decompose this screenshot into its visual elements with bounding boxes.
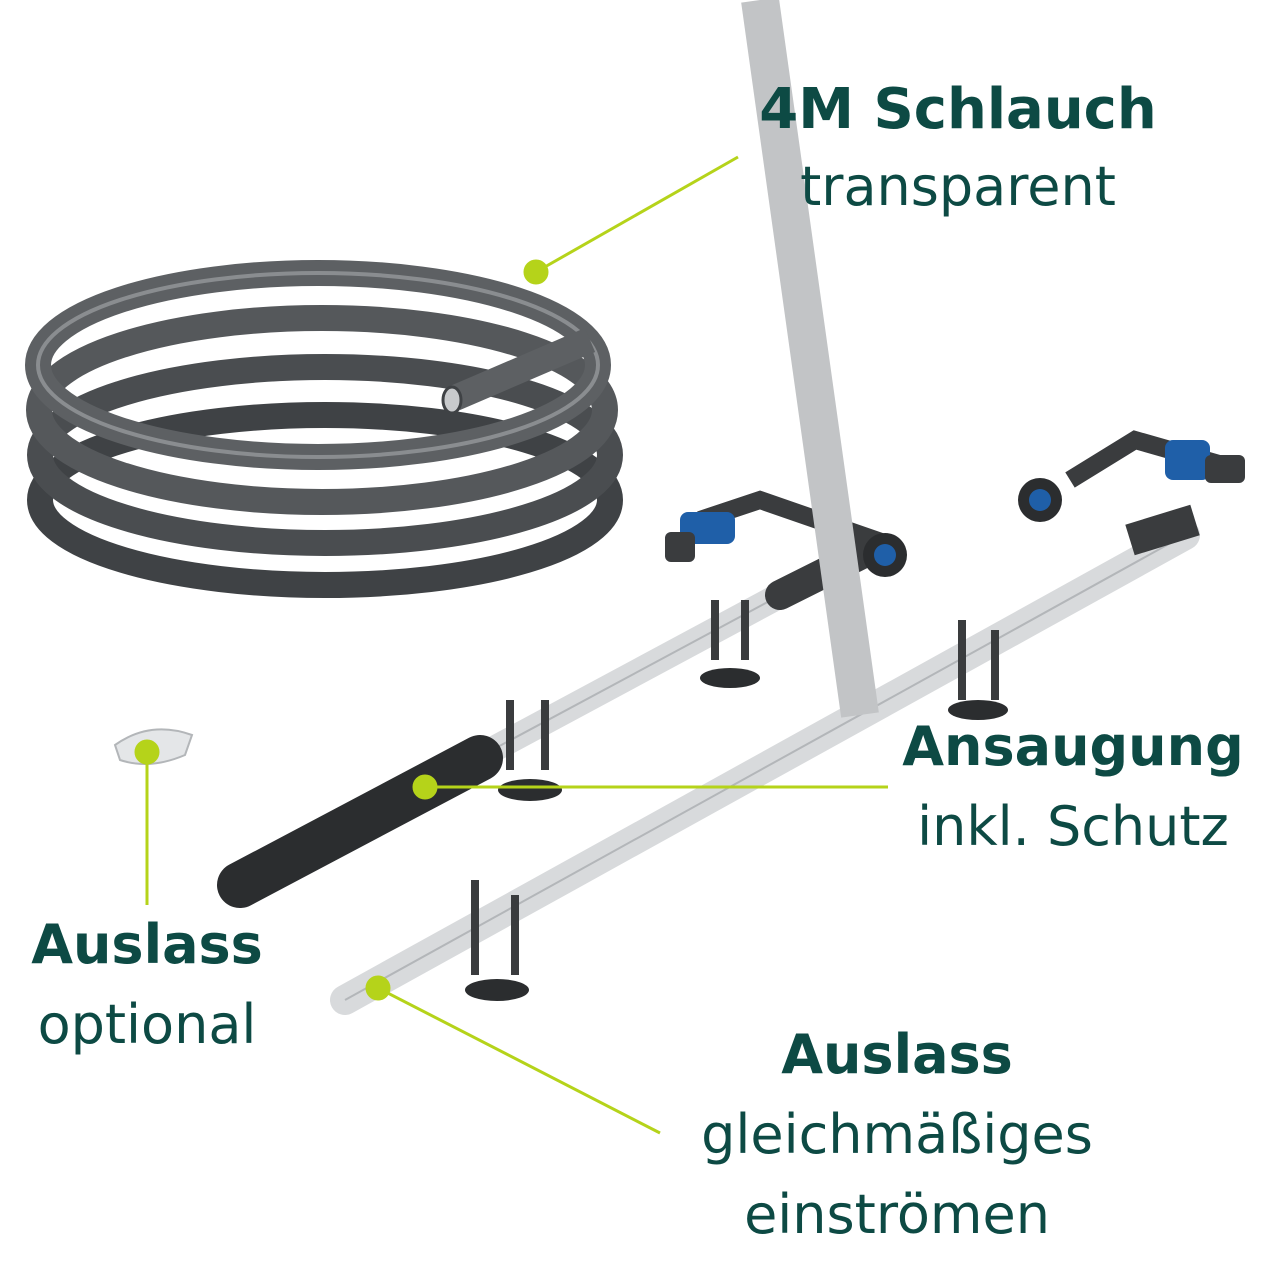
optional-outlet-subtitle: optional <box>37 993 257 1056</box>
optional-outlet-title: Auslass <box>31 913 263 976</box>
outlet-title: Auslass <box>781 1023 1013 1086</box>
hose-title: 4M Schlauch <box>759 77 1157 142</box>
intake-title: Ansaugung <box>902 715 1244 778</box>
outlet-pipe-with-nozzle <box>217 490 907 908</box>
callout-lines <box>134 155 888 1135</box>
hose-subtitle: transparent <box>800 155 1116 218</box>
outlet-subtitle-line-2: einströmen <box>744 1183 1050 1246</box>
hose-coil <box>25 260 623 598</box>
intake-subtitle: inkl. Schutz <box>917 795 1229 858</box>
intake-pipe <box>330 0 1245 1015</box>
outlet-subtitle-line-1: gleichmäßiges <box>701 1103 1093 1166</box>
